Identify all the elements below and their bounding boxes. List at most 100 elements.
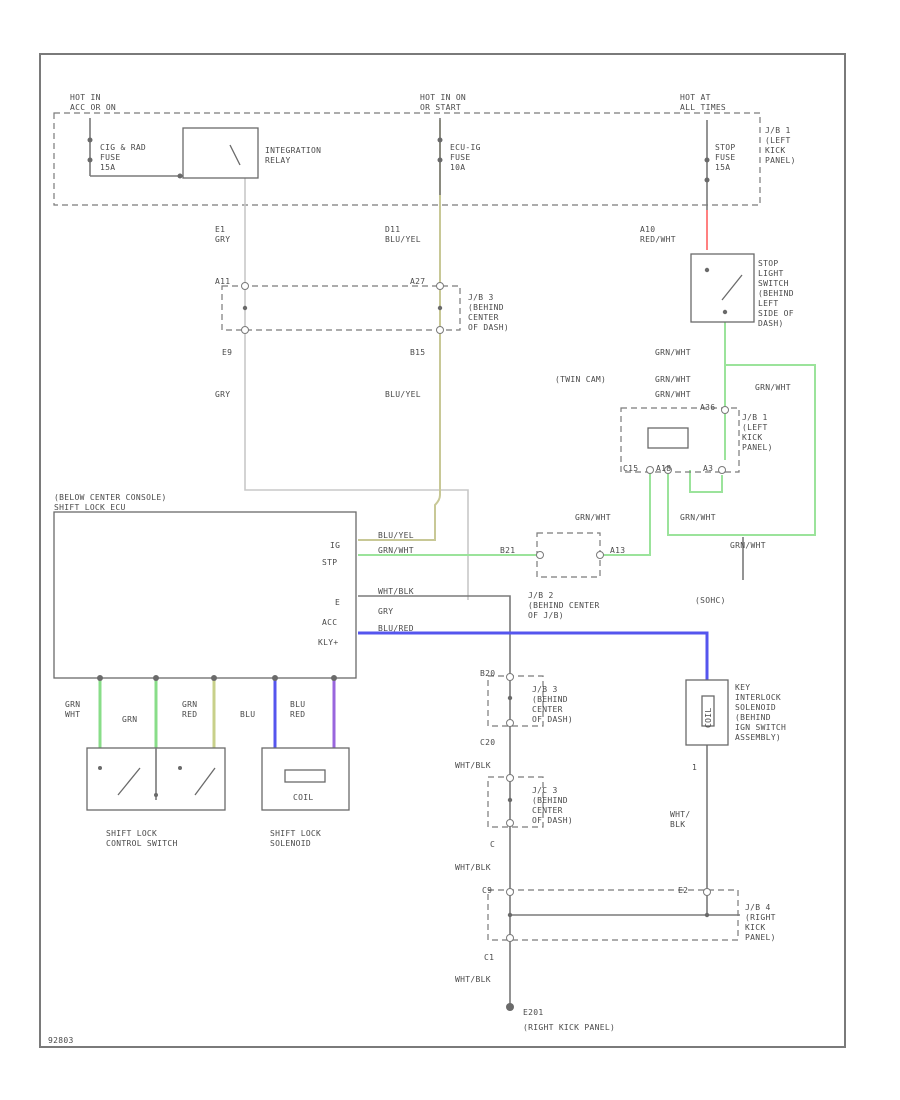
lbl-grnwht-1: GRN/WHT [655, 348, 691, 357]
lbl-c1: C1 [484, 953, 494, 962]
b21-connector [536, 551, 544, 559]
lbl-ki-pin1: 1 [692, 763, 697, 772]
switch-node [98, 766, 102, 770]
lbl-pin-acc: ACC [322, 618, 337, 627]
lbl-b15: B15 [410, 348, 425, 357]
ecu-ig-fuse-icon [437, 137, 443, 143]
lbl-right-kick: (RIGHT KICK PANEL) [523, 1023, 615, 1032]
lbl-pin-stp: STP [322, 558, 337, 567]
lbl-pin-ig: IG [330, 541, 340, 550]
lbl-w-grnwht: GRN/WHT [378, 546, 414, 555]
lbl-a11: A11 [215, 277, 230, 286]
lbl-grnwht-5: GRN/WHT [680, 513, 716, 522]
stop-switch-contact [721, 274, 743, 301]
lbl-diagram-id: 92803 [48, 1036, 74, 1045]
lbl-gry: GRY [215, 390, 230, 399]
lbl-bluyel: BLU/YEL [385, 390, 421, 399]
jb4-node [507, 912, 513, 918]
a27-connector [436, 282, 444, 290]
switch-node-c [154, 793, 158, 797]
lbl-grnwht-jb2: GRN/WHT [575, 513, 611, 522]
lbl-a13: A13 [610, 546, 625, 555]
b20-connector [506, 673, 514, 681]
jc3-box [487, 776, 544, 828]
switch-contact-b [194, 767, 216, 796]
lbl-c9: C9 [482, 886, 492, 895]
lbl-w-bluyel: BLU/YEL [378, 531, 414, 540]
ecu-ig-fuse-icon-b [437, 157, 443, 163]
lbl-b20: B20 [480, 669, 495, 678]
jb4-node-b [704, 912, 710, 918]
junction-dot [177, 173, 183, 179]
switch-node-b [178, 766, 182, 770]
stop-fuse-icon [704, 157, 710, 163]
jb3-a-node [242, 305, 248, 311]
lbl-whtblk-1: WHT/BLK [455, 761, 491, 770]
lbl-w-whtblk: WHT/BLK [378, 587, 414, 596]
ecu-pin-node-b [153, 675, 159, 681]
ground-icon [506, 1003, 514, 1011]
lbl-shift-lock-ecu: SHIFT LOCK ECU [54, 503, 126, 512]
wire-grn-stop [667, 322, 816, 536]
lbl-c15: C15 [623, 464, 638, 473]
stop-light-switch-box [690, 253, 755, 323]
ecu-pin-node [97, 675, 103, 681]
c15-connector [646, 466, 654, 474]
ecu-pin-node-c [211, 675, 217, 681]
lbl-ground: E201 [523, 1008, 543, 1017]
lbl-pin-kly: KLY+ [318, 638, 338, 647]
wire-grn-stop-2 [689, 410, 726, 493]
ecu-pin-node-d [272, 675, 278, 681]
jb4-box [487, 889, 739, 941]
cig-fuse-icon-b [87, 157, 93, 163]
stop-switch-node-b [722, 309, 728, 315]
jb3-b-node [507, 695, 513, 701]
integration-relay-box [182, 127, 259, 179]
ecu-pin-node-e [331, 675, 337, 681]
lbl-coil-ki: COIL [704, 708, 713, 728]
lbl-w-gry: GRY [378, 607, 393, 616]
lbl-below-console: (BELOW CENTER CONSOLE) [54, 493, 167, 502]
lbl-coil-sol: COIL [293, 793, 313, 802]
lbl-b21: B21 [500, 546, 515, 555]
lbl-e9: E9 [222, 348, 232, 357]
e2-connector [703, 888, 711, 896]
c20-connector [506, 719, 514, 727]
c9-connector [506, 888, 514, 896]
stop-fuse-icon-b [704, 177, 710, 183]
lbl-a27: A27 [410, 277, 425, 286]
stop-switch-node [704, 267, 710, 273]
wire-grn-stp [358, 470, 651, 556]
key-interlock-coil-icon [701, 695, 715, 727]
e9-connector [241, 326, 249, 334]
lbl-sohc: (SOHC) [695, 596, 726, 605]
c-connector [506, 819, 514, 827]
wire-whtblk-e [358, 595, 511, 1005]
lbl-grnwht-3: GRN/WHT [755, 383, 791, 392]
jb1-top-box [53, 112, 761, 206]
lbl-whtblk-2: WHT/BLK [455, 863, 491, 872]
jb3-b-box [487, 675, 544, 727]
